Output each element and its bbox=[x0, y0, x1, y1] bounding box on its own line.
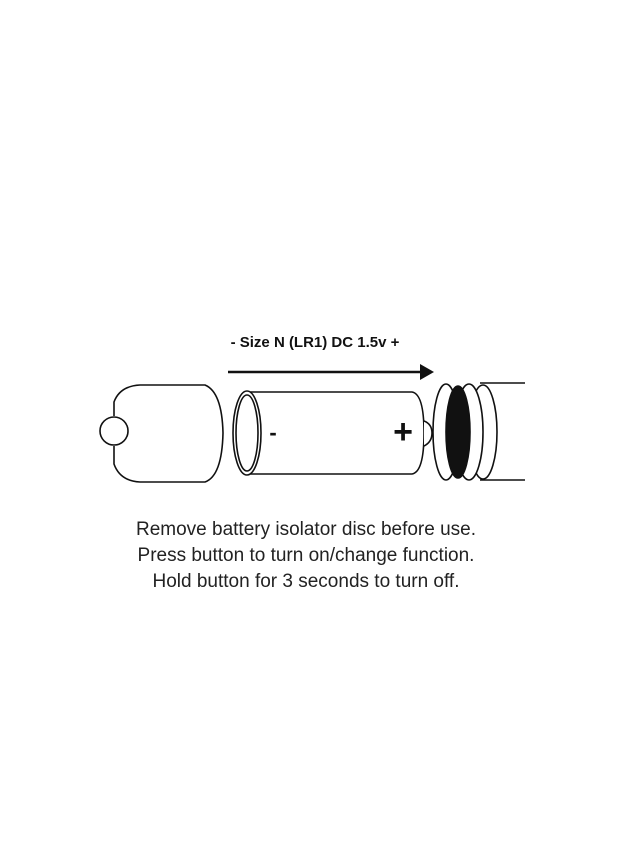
battery-compartment-opening bbox=[445, 385, 471, 479]
battery bbox=[232, 390, 433, 476]
cap-button bbox=[99, 416, 129, 446]
arrow bbox=[228, 364, 434, 380]
plus-sign: + bbox=[393, 413, 413, 451]
end-cap bbox=[99, 384, 224, 483]
instruction-line: Remove battery isolator disc before use. bbox=[135, 519, 477, 540]
minus-sign: - bbox=[269, 420, 276, 445]
instruction-line: Hold button for 3 seconds to turn off. bbox=[152, 571, 460, 592]
instruction-line: Press button to turn on/change function. bbox=[137, 545, 475, 566]
battery-size-label: - Size N (LR1) DC 1.5v + bbox=[230, 334, 400, 351]
device-tube bbox=[432, 382, 525, 481]
instructions: Remove battery isolator disc before use.… bbox=[0, 517, 612, 595]
